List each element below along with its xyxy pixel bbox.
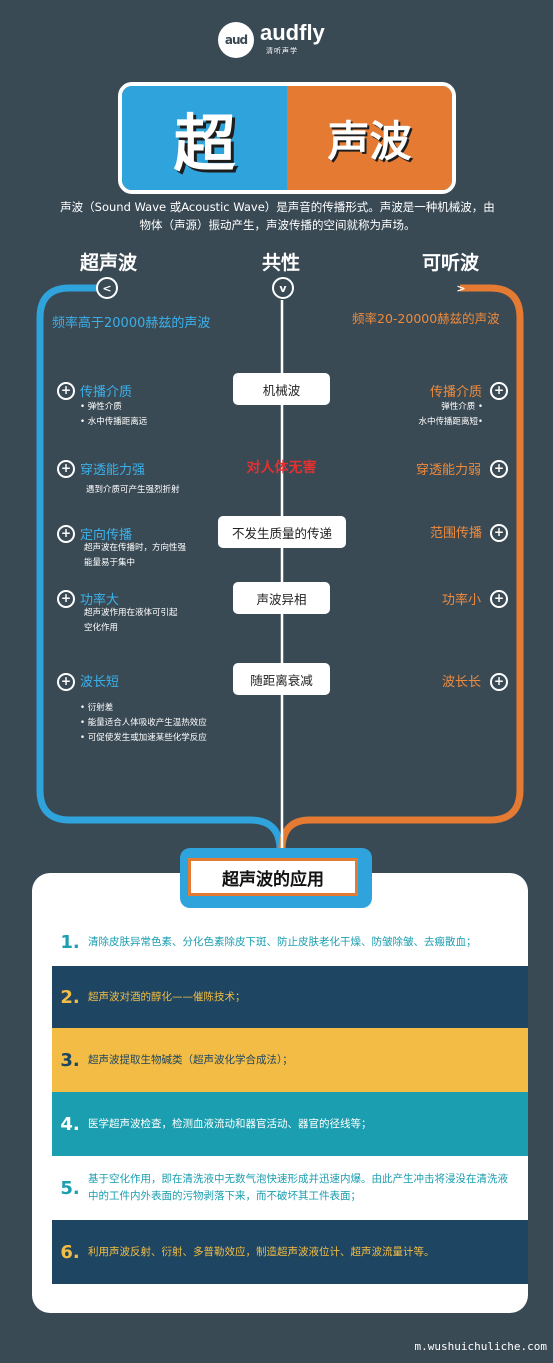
plus-icon: + bbox=[57, 382, 75, 400]
common-trait: 不发生质量的传递 bbox=[218, 516, 346, 548]
common-trait: 机械波 bbox=[233, 373, 330, 405]
center-heading: 共性 bbox=[262, 252, 301, 274]
plus-icon: + bbox=[490, 590, 508, 608]
left-item-title: 传播介质 bbox=[80, 385, 133, 400]
left-item-title: 功率大 bbox=[80, 593, 120, 608]
intro-line-1: 声波（Sound Wave 或Acoustic Wave）是声音的传播形式。声波… bbox=[60, 200, 495, 214]
application-item: 4. 医学超声波检查，检测血液流动和器官活动、器官的径线等； bbox=[52, 1092, 528, 1156]
left-heading: 超声波 bbox=[80, 252, 138, 274]
plus-icon: + bbox=[490, 524, 508, 542]
plus-icon: + bbox=[490, 460, 508, 478]
title-banner: 超 声波 bbox=[118, 82, 456, 194]
right-item-details: 弹性介质 •水中传播距离短• bbox=[418, 402, 483, 427]
left-item-title: 定向传播 bbox=[80, 528, 133, 543]
logo-mark: aud bbox=[218, 22, 254, 58]
application-item: 6. 利用声波反射、衍射、多普勒效应，制造超声波液位计、超声波流量计等。 bbox=[52, 1220, 528, 1284]
plus-icon: + bbox=[57, 673, 75, 691]
logo: aud audfly 清听声学 bbox=[218, 18, 338, 58]
left-item-details: • 弹性介质• 水中传播距离远 bbox=[80, 402, 148, 427]
chevron-left-icon: < bbox=[96, 277, 118, 299]
watermark: m.wushuichuliche.com bbox=[414, 1340, 547, 1353]
right-item-title: 传播介质 bbox=[430, 385, 483, 400]
plus-icon: + bbox=[57, 460, 75, 478]
left-item-details: 超声波作用在液体可引起空化作用 bbox=[84, 608, 178, 633]
applications-heading: 超声波的应用 bbox=[180, 848, 372, 908]
plus-icon: + bbox=[57, 525, 75, 543]
common-trait: 声波异相 bbox=[233, 582, 330, 614]
chevron-down-icon: v bbox=[272, 277, 294, 299]
intro-text: 声波（Sound Wave 或Acoustic Wave）是声音的传播形式。声波… bbox=[40, 198, 515, 234]
left-item-title: 波长短 bbox=[80, 675, 120, 690]
right-item-title: 穿透能力弱 bbox=[416, 463, 482, 478]
plus-icon: + bbox=[57, 590, 75, 608]
plus-icon: + bbox=[490, 382, 508, 400]
common-trait: 对人体无害 bbox=[246, 460, 317, 476]
application-item: 1. 清除皮肤异常色素、分化色素除皮下斑、防止皮肤老化干燥、防皱除皱、去瘢散血； bbox=[52, 918, 528, 966]
common-trait: 随距离衰减 bbox=[233, 663, 330, 695]
intro-line-2: 物体（声源）振动产生，声波传播的空间就称为声场。 bbox=[139, 218, 416, 232]
left-item-details: 遇到介质可产生强烈折射 bbox=[86, 485, 180, 495]
left-frequency: 频率高于20000赫兹的声波 bbox=[52, 316, 211, 331]
application-item: 2. 超声波对酒的醇化——催陈技术； bbox=[52, 966, 528, 1028]
application-item: 3. 超声波提取生物碱类（超声波化学合成法）； bbox=[52, 1028, 528, 1092]
left-item-details: 超声波在传播时，方向性强能量易于集中 bbox=[84, 543, 187, 568]
title-right: 声波 bbox=[287, 86, 452, 190]
logo-name: audfly bbox=[260, 20, 325, 45]
right-item-title: 功率小 bbox=[442, 593, 482, 608]
chevron-right-icon: > bbox=[456, 281, 466, 295]
right-item-title: 范围传播 bbox=[430, 526, 483, 541]
left-item-details: • 衍射差• 能量适合人体吸收产生温热效应• 可促使发生或加速某些化学反应 bbox=[80, 703, 207, 743]
right-frequency: 频率20-20000赫兹的声波 bbox=[352, 311, 500, 326]
application-item: 5. 基于空化作用，即在清洗液中无数气泡快速形成并迅速内爆。由此产生冲击将浸没在… bbox=[52, 1156, 528, 1220]
right-item-title: 波长长 bbox=[442, 675, 482, 690]
right-heading: 可听波 bbox=[422, 252, 480, 274]
title-left: 超 bbox=[122, 86, 287, 190]
left-item-title: 穿透能力强 bbox=[80, 463, 146, 478]
plus-icon: + bbox=[490, 673, 508, 691]
logo-subtitle: 清听声学 bbox=[266, 47, 298, 55]
applications-title: 超声波的应用 bbox=[188, 858, 358, 896]
